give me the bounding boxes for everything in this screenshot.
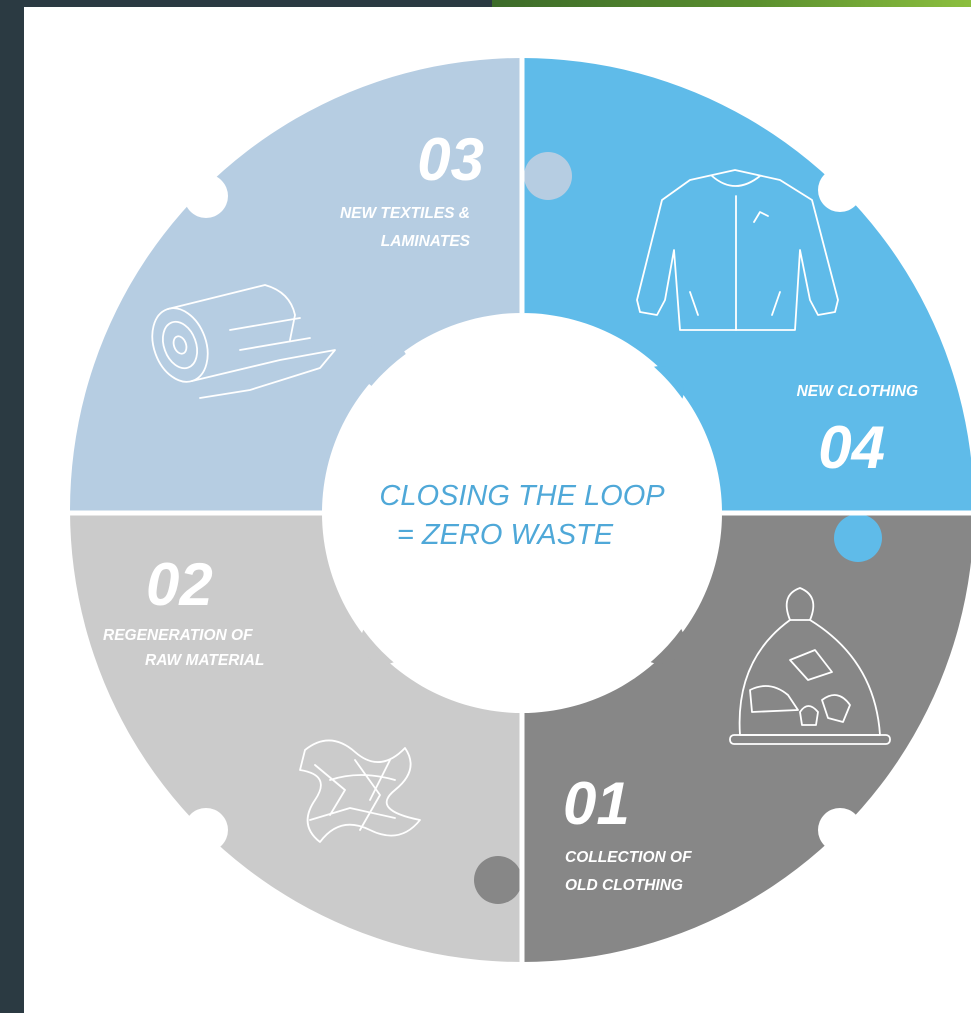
center-title-line2: = ZERO WASTE — [397, 519, 614, 551]
fabric-roll-icon — [151, 284, 336, 399]
puzzle-tab-04-to-01 — [834, 514, 882, 562]
top-green-strip — [492, 0, 971, 7]
puzzle-tab-01-to-02 — [474, 856, 522, 904]
outer-notch-top-right — [818, 168, 862, 212]
outer-notch-bottom-left — [184, 808, 228, 852]
step-02-caption-line1: REGENERATION OF — [103, 627, 253, 644]
center-circle — [325, 316, 719, 710]
step-04-caption-line1: NEW CLOTHING — [797, 383, 918, 400]
step-04-number: 04 — [818, 414, 885, 481]
step-01-caption-line1: COLLECTION OF — [565, 849, 692, 866]
left-dark-border — [0, 0, 24, 1013]
outer-notch-bottom-right — [818, 808, 862, 852]
puzzle-tab-02-to-03 — [164, 464, 212, 512]
step-03-number: 03 — [417, 126, 484, 193]
step-02-caption-line2: RAW MATERIAL — [145, 652, 264, 669]
step-02-number: 02 — [146, 551, 213, 618]
bag-of-shoes-icon — [729, 587, 891, 745]
jacket-icon — [636, 169, 839, 331]
outer-notch-top-left — [184, 174, 228, 218]
fiber-tangle-icon — [299, 739, 421, 843]
top-dark-strip — [24, 0, 492, 7]
step-01-caption-line2: OLD CLOTHING — [565, 877, 683, 894]
step-03-caption-line2: LAMINATES — [381, 233, 471, 250]
puzzle-tab-03-to-04 — [524, 152, 572, 200]
step-01-number: 01 — [563, 770, 630, 837]
center-title-line1: CLOSING THE LOOP — [379, 480, 665, 512]
step-03-caption-line1: NEW TEXTILES & — [340, 205, 470, 222]
